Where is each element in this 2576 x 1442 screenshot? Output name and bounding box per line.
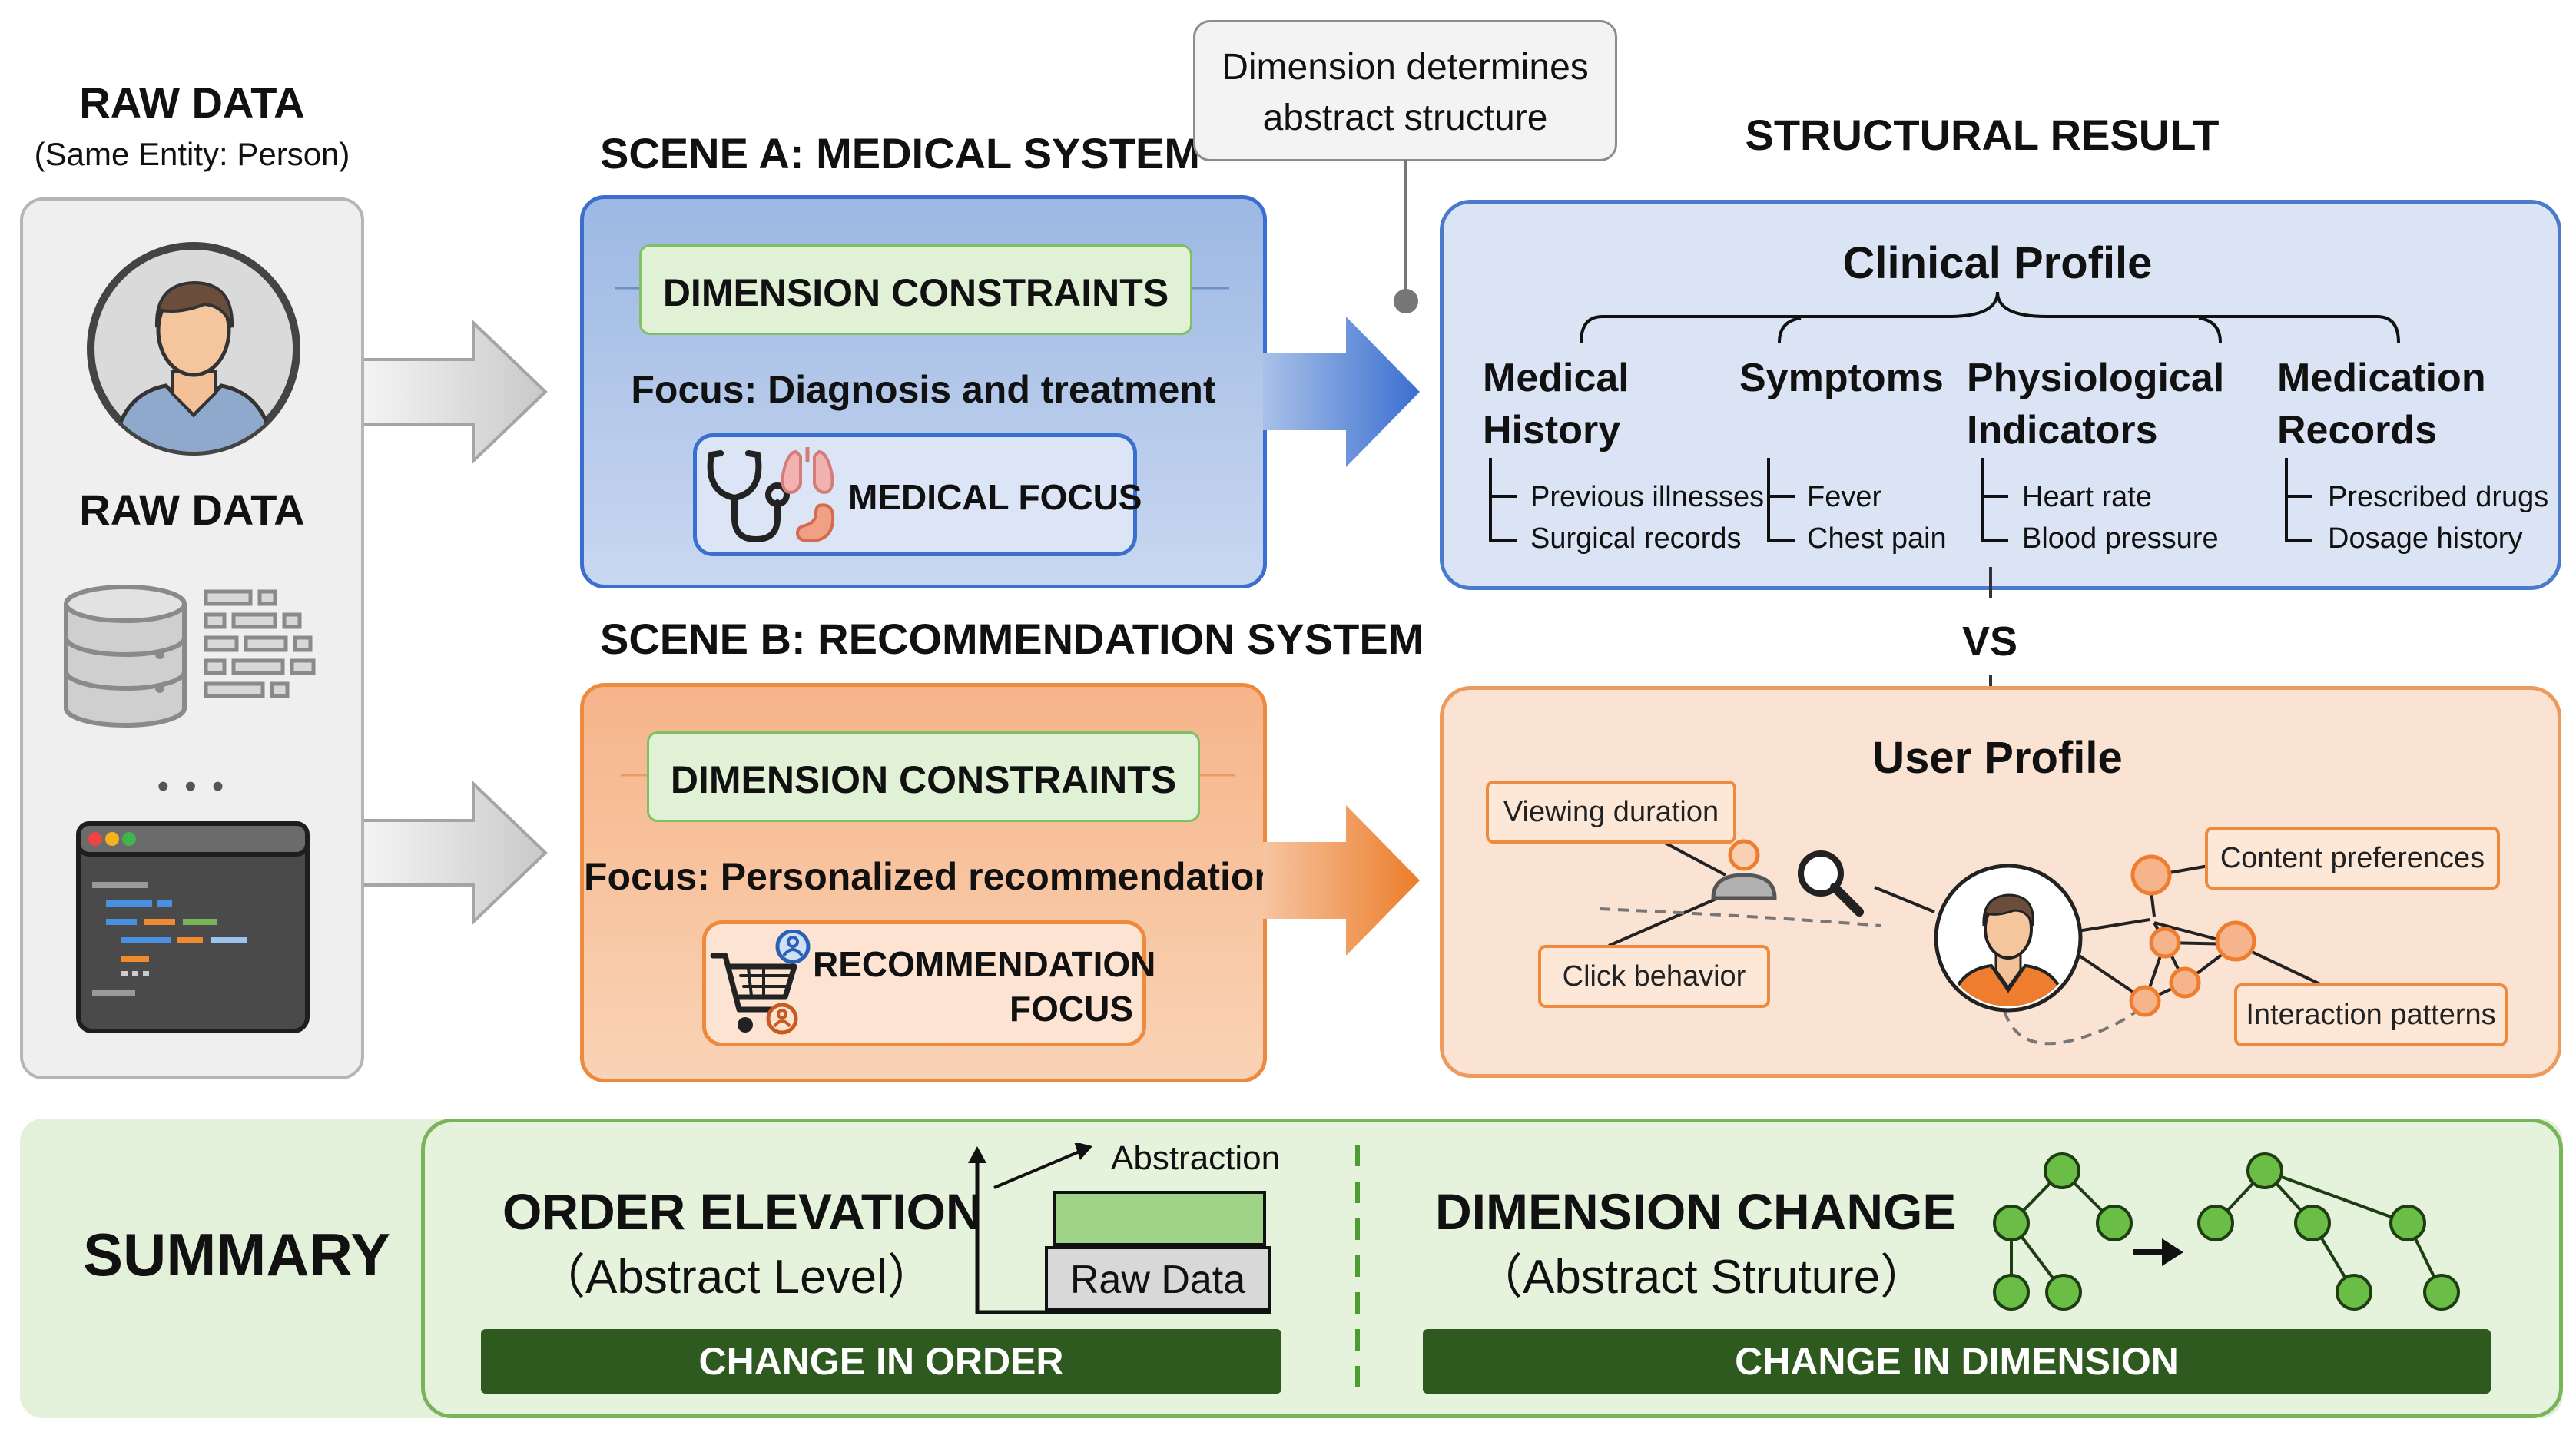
- stethoscope-icon: [707, 447, 835, 543]
- dimension-change-subtitle: （Abstract Struture）: [1475, 1251, 1928, 1304]
- item-heart-rate: Heart rate: [2022, 481, 2152, 513]
- category-symptoms: Symptoms: [1739, 356, 1944, 400]
- item-prescribed-drugs: Prescribed drugs: [2328, 481, 2549, 513]
- clinical-profile-title: Clinical Profile: [1842, 238, 2153, 288]
- category-medication-line1: Medication: [2277, 356, 2486, 400]
- recommendation-focus-line1: RECOMMENDATION: [813, 944, 1156, 984]
- change-in-dimension-bar: CHANGE IN DIMENSION: [1423, 1329, 2491, 1394]
- clinical-profile-brace: [1580, 291, 2400, 343]
- callout-pointer: [1394, 160, 1418, 313]
- item-previous-illnesses: Previous illnesses: [1530, 481, 1765, 513]
- tag-click-behavior: Click behavior: [1538, 945, 1770, 1008]
- raw-data-title: RAW DATA: [79, 78, 305, 127]
- structural-result-title: STRUCTURAL RESULT: [1745, 111, 2220, 159]
- raw-data-ellipsis: • • •: [157, 767, 227, 805]
- item-dosage-history: Dosage history: [2328, 522, 2523, 555]
- tree-transform-icon: [1993, 1152, 2460, 1311]
- order-elevation-subtitle: （Abstract Level）: [538, 1251, 935, 1304]
- abstraction-chart-icon: [968, 1143, 1271, 1314]
- summary-divider: [1355, 1145, 1360, 1391]
- summary-title: SUMMARY: [83, 1221, 391, 1288]
- raw-data-subtitle: (Same Entity: Person): [34, 136, 350, 172]
- dimension-change-title: DIMENSION CHANGE: [1435, 1183, 1957, 1240]
- callout-line1: Dimension determines: [1222, 47, 1589, 88]
- vs-label: VS: [1961, 618, 2018, 665]
- database-icon: [64, 585, 187, 728]
- callout-box: [1193, 20, 1617, 161]
- scene-b-constraints-box: [647, 731, 1200, 822]
- callout-line2: abstract structure: [1262, 98, 1548, 138]
- tag-interaction-patterns: Interaction patterns: [2234, 983, 2508, 1046]
- category-medication-line2: Records: [2277, 408, 2438, 452]
- item-surgical-records: Surgical records: [1530, 522, 1742, 555]
- tag-content-preferences: Content preferences: [2205, 827, 2500, 890]
- person-avatar-icon: [87, 242, 300, 456]
- abstraction-label: Abstraction: [1111, 1139, 1281, 1177]
- clinical-profile-panel: [1440, 200, 2561, 590]
- scene-b-title: SCENE B: RECOMMENDATION SYSTEM: [600, 615, 1424, 663]
- raw-data-label: RAW DATA: [79, 486, 305, 534]
- user-profile-graph: [1599, 835, 2321, 1046]
- user-profile-title: User Profile: [1872, 733, 2123, 783]
- scene-b-focus-text: Focus: Personalized recommendation: [584, 855, 1278, 898]
- code-window-icon: [76, 821, 310, 1033]
- scene-a-title: SCENE A: MEDICAL SYSTEM: [600, 129, 1200, 177]
- records-icon: [204, 589, 316, 698]
- item-blood-pressure: Blood pressure: [2022, 522, 2219, 555]
- raw-to-scene-arrows: [364, 319, 548, 926]
- medical-focus-label: MEDICAL FOCUS: [848, 477, 1142, 517]
- item-fever: Fever: [1807, 481, 1882, 513]
- tag-viewing-duration: Viewing duration: [1486, 781, 1736, 844]
- change-in-order-bar: CHANGE IN ORDER: [481, 1329, 1281, 1394]
- scene-b-arrow: [1263, 805, 1420, 956]
- scene-a-focus-text: Focus: Diagnosis and treatment: [631, 368, 1216, 411]
- scene-b-constraints-label: DIMENSION CONSTRAINTS: [670, 758, 1177, 801]
- category-medical-history-line2: History: [1483, 408, 1621, 452]
- category-physiological-line2: Indicators: [1967, 408, 2158, 452]
- clinical-item-connectors: [1489, 458, 2312, 542]
- scene-a-constraints-box: [639, 244, 1192, 335]
- item-chest-pain: Chest pain: [1807, 522, 1947, 555]
- category-medical-history-line1: Medical: [1483, 356, 1629, 400]
- scene-a-arrow: [1263, 317, 1420, 467]
- scene-a-constraints-label: DIMENSION CONSTRAINTS: [662, 271, 1169, 314]
- order-elevation-title: ORDER ELEVATION: [502, 1183, 983, 1240]
- raw-data-base-label: Raw Data: [1069, 1258, 1246, 1302]
- recommendation-focus-line2: FOCUS: [1010, 989, 1133, 1029]
- category-physiological-line1: Physiological: [1967, 356, 2225, 400]
- shopping-cart-icon: [710, 930, 811, 1035]
